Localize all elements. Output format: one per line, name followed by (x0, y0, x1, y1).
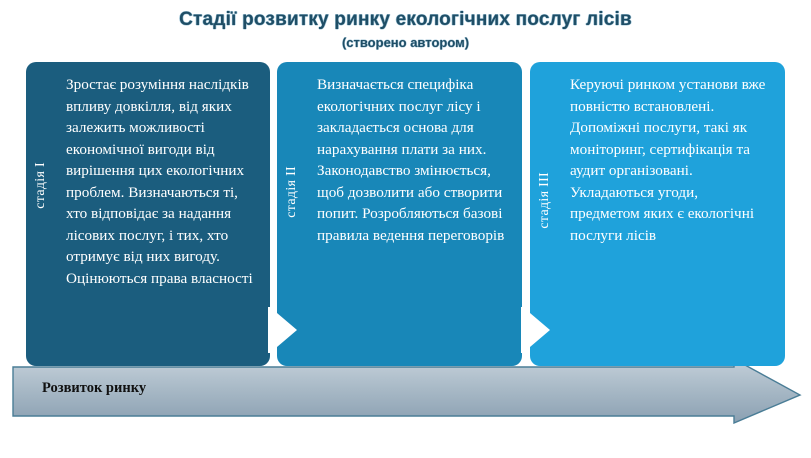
page-subtitle: (створено автором) (341, 35, 470, 50)
stage-panel-2[interactable]: стадія II Визначається спе­цифіка еколог… (277, 62, 522, 366)
stage-panel-3[interactable]: стадія III Керуючі ринком установи вже п… (530, 62, 785, 366)
title-block: Стадії розвитку ринку екологічних послуг… (0, 8, 811, 52)
chevron-right-icon-2 (521, 307, 557, 353)
stage-label-1: стадія I (33, 162, 48, 209)
stage-text-2: Визначається спе­цифіка екологічних посл… (317, 76, 505, 244)
market-development-arrow: Розвиток ринку (12, 366, 802, 424)
stage-text-1: Зростає розуміння на­слідків впливу довк… (66, 76, 253, 287)
chevron-right-icon-1 (268, 307, 304, 353)
stage-tab-1: стадія I (26, 62, 56, 366)
page-title: Стадії розвитку ринку екологічних послуг… (179, 9, 632, 30)
stage-text-3: Керуючі ринком установи вже повністю вст… (570, 76, 766, 244)
stage-label-2: стадія II (284, 166, 299, 218)
market-development-label: Розвиток ринку (42, 380, 147, 396)
stage-panel-1[interactable]: стадія I Зростає розуміння на­слідків вп… (26, 62, 270, 366)
stage-label-3: стадія III (537, 172, 552, 229)
